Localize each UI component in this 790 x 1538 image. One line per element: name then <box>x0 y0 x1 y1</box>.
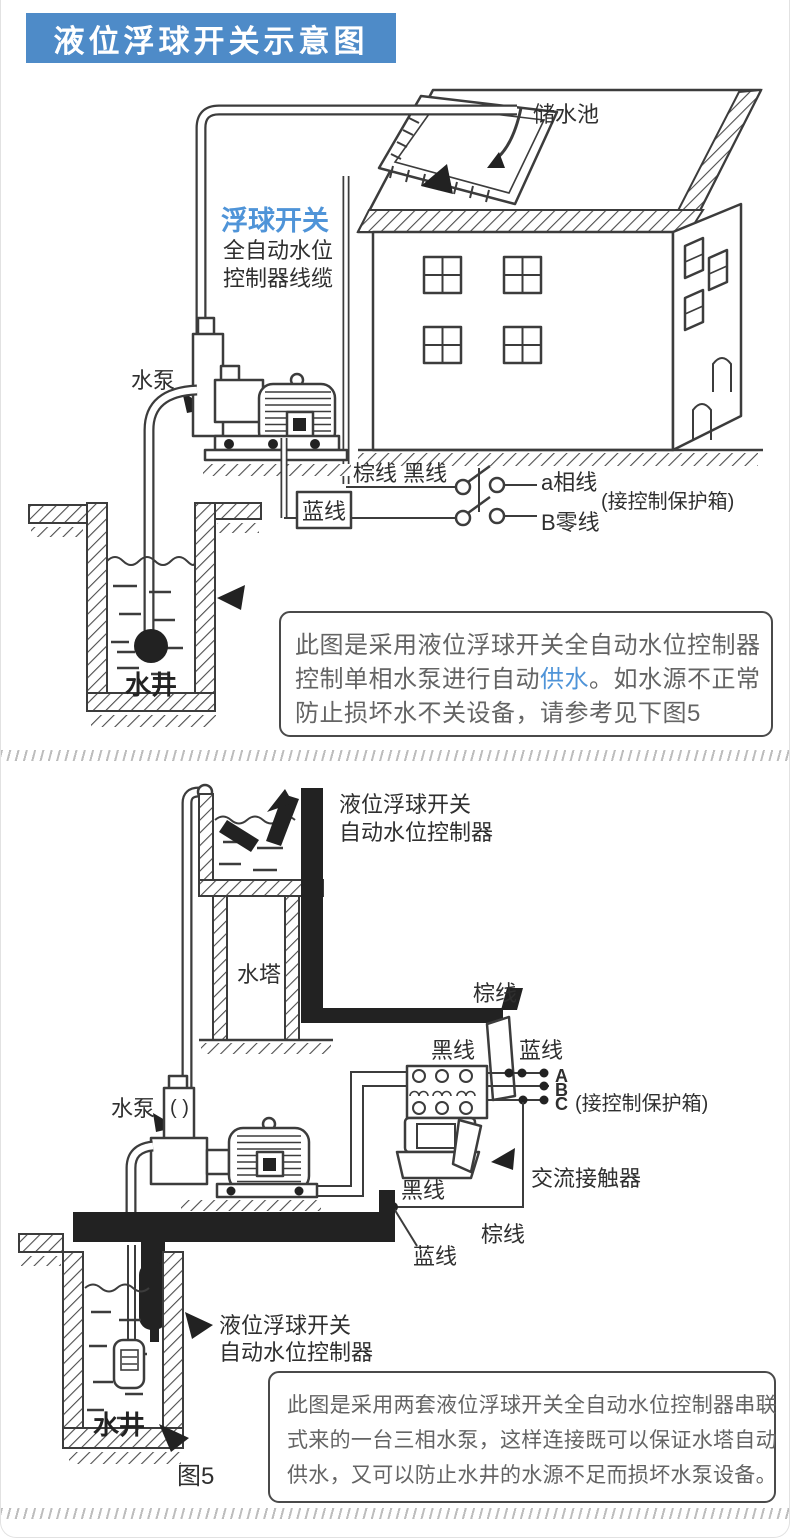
well-float-switch-body <box>139 1262 167 1330</box>
suction-pipe <box>143 384 198 634</box>
note2-line1: 此图是采用两套液位浮球开关全自动水位控制器串联 <box>287 1394 777 1417</box>
note1-line1: 此图是采用液位浮球开关全自动水位控制器 <box>295 632 761 659</box>
thick-bottom-cable <box>73 1190 395 1342</box>
pump-label-2: 水泵 <box>111 1096 155 1121</box>
contactor-terminals <box>405 1064 489 1120</box>
control-box-label-2: (接控制保护箱) <box>575 1092 708 1115</box>
brown-black-wire-label: 棕线 黑线 <box>353 461 447 486</box>
well-2 <box>18 1233 184 1464</box>
float-cable-run <box>301 788 323 1014</box>
terminal-a-label: A <box>555 1066 568 1086</box>
well-switch-label-line1: 液位浮球开关 <box>219 1313 351 1338</box>
front-windows <box>422 255 543 365</box>
cable-label-line2: 控制器线缆 <box>223 266 333 291</box>
diagram1-svg: 储水池 浮球开关 全自动水位 控制器线缆 水泵 <box>28 88 773 737</box>
tank-label: 储水池 <box>533 102 599 127</box>
suction-pipe-2 <box>125 1140 154 1218</box>
terminal-wires <box>487 1068 549 1105</box>
well-arrow-icon-2 <box>159 1424 189 1452</box>
phase-a-label: a相线 <box>541 470 597 495</box>
well-label-2: 水井 <box>93 1410 145 1440</box>
contactor-lever <box>451 1118 483 1174</box>
blue-wire-band <box>485 1015 517 1102</box>
well-switch-label-line2: 自动水位控制器 <box>219 1340 373 1365</box>
tank-arrow-icon <box>267 789 293 812</box>
tank-flow-arrow-icon <box>421 164 453 194</box>
contactor-arrow-icon <box>491 1148 515 1170</box>
figure-label: 图5 <box>177 1463 214 1490</box>
well-water-surface <box>84 1283 150 1293</box>
note2-line2: 式来的一台三相水泵，这样连接既可以保证水塔自动 <box>287 1429 777 1452</box>
page-title: 液位浮球开关示意图 <box>53 23 369 59</box>
side-doors <box>692 357 732 440</box>
title-banner: 液位浮球开关示意图 <box>26 13 396 63</box>
terminal-b-label: B <box>555 1080 568 1100</box>
switch-top-label-line1: 液位浮球开关 <box>339 792 471 817</box>
blue-wire-label: 蓝线 <box>302 499 346 524</box>
note-box-2: 此图是采用两套液位浮球开关全自动水位控制器串联 式来的一台三相水泵，这样连接既可… <box>268 1371 777 1503</box>
black-wire-top-label: 黑线 <box>431 1038 475 1063</box>
brown-wire-stub <box>501 988 523 1010</box>
brown-wire-top-label: 棕线 <box>473 981 517 1006</box>
blue-wire-top-label: 蓝线 <box>519 1038 563 1063</box>
ground-hatch <box>358 453 758 466</box>
note-box-1: 此图是采用液位浮球开关全自动水位控制器 控制单相水泵进行自动供水。如水源不正常 … <box>279 611 773 737</box>
house <box>356 88 763 466</box>
tower-legs <box>199 895 333 1054</box>
well-label: 水井 <box>125 670 177 700</box>
switch-top-label-line2: 自动水位控制器 <box>339 820 493 845</box>
diagram2-svg: 液位浮球开关 自动水位控制器 水塔 棕线 黑线 蓝线 A <box>18 783 777 1503</box>
brown-wire-bottom-label: 棕线 <box>481 1222 525 1247</box>
section-divider-top <box>1 750 789 761</box>
cable-label-line1: 全自动水位 <box>223 238 333 263</box>
contactor-body <box>395 1116 515 1180</box>
thick-cable <box>301 988 523 1023</box>
control-box-label: (接控制保护箱) <box>601 490 734 513</box>
side-windows <box>683 236 729 332</box>
supply-pipe <box>195 104 517 348</box>
neutral-b-label: B零线 <box>541 510 600 535</box>
well <box>28 502 262 727</box>
section-divider-bottom <box>1 1508 789 1519</box>
pump-and-motor <box>191 316 351 476</box>
rooftop-tank <box>377 94 559 206</box>
blue-wire-box <box>295 490 353 530</box>
water-surface <box>106 556 196 566</box>
float-ball <box>134 629 168 663</box>
note2-line3: 供水，又可以防止水井的水源不足而损坏水泵设备。 <box>287 1464 777 1487</box>
black-wire-mid-label: 黑线 <box>401 1178 445 1203</box>
pump-paren-label: ( ) <box>170 1097 189 1119</box>
water-tower-label: 水塔 <box>237 962 281 987</box>
note1-line3: 防止损坏水不关设备，请参考见下图5 <box>295 700 701 727</box>
well-switch-arrow-icon <box>185 1312 213 1339</box>
float-switch-label: 浮球开关 <box>221 206 329 236</box>
terminal-c-label: C <box>555 1094 568 1114</box>
float-switch-body <box>219 820 259 852</box>
note1-line2: 控制单相水泵进行自动供水。如水源不正常 <box>295 666 761 693</box>
ac-contactor-label: 交流接触器 <box>531 1166 641 1191</box>
pump-label: 水泵 <box>131 368 175 393</box>
blue-wire-bottom-label: 蓝线 <box>413 1244 457 1269</box>
pump-and-motor-2 <box>149 1074 321 1211</box>
well-arrow-icon <box>217 585 245 610</box>
house-side-wall <box>671 202 743 452</box>
inlet-arrow-icon <box>487 152 505 168</box>
tower-tank <box>198 788 324 1014</box>
